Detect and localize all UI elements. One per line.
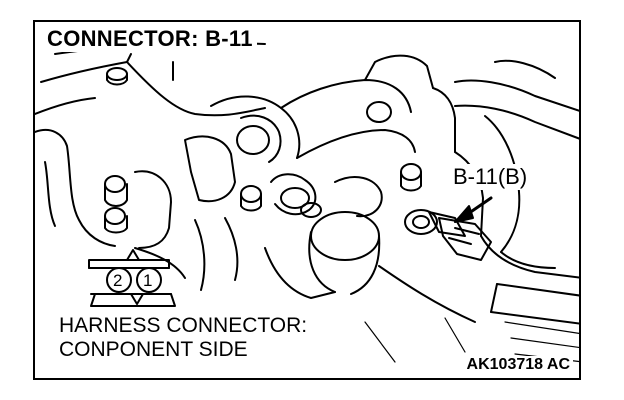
pipe-upper [454,79,579,112]
tube-side-bottom [350,235,381,295]
tube-rear [264,247,336,299]
sensor-connector-left [280,187,310,209]
right-body-curve [484,115,521,253]
upper-housing-inner [126,53,132,63]
lower-left-pipe [224,217,239,281]
left-block-edge [44,161,56,227]
right-body-lip [500,251,556,269]
diagram-title: CONNECTOR: B-11 [43,26,257,52]
upper-housing-lower [35,97,96,115]
bolt-center-icon [240,185,262,212]
harness-connector-label: HARNESS CONNECTOR: CONPONENT SIDE [55,314,312,362]
center-port [366,101,392,123]
pin-1-circle [136,267,162,293]
center-body-arm-lower [296,129,416,159]
sensor-wire-loop [270,173,317,216]
pin-2-label: 2 [113,271,122,290]
pin-1-label: 1 [143,271,152,290]
connector-callout-label: B-11(B) [451,164,530,190]
bolt-left-lower-icon [104,207,128,234]
bottom-panel-top [496,283,579,297]
pin-2-circle [106,267,132,293]
bolt-left-icon [104,175,128,207]
b11-connector-icon [404,209,492,261]
sensor-wire-arc [334,176,383,218]
pipe-edge-right [494,59,556,79]
lower-center-line-2 [364,321,396,363]
pipe-upper-lower [454,104,579,140]
diagram-frame: CONNECTOR: B-11 B-11(B) 2 1 HARNESS CONN… [33,20,581,380]
lower-left-pipe-2 [194,219,206,291]
left-block-cover [134,170,172,249]
bolt-top-icon [106,67,128,86]
arrow-icon [454,196,493,223]
engine-illustration [35,41,579,363]
center-body-ring [240,114,282,163]
upper-bracket-right [432,87,456,153]
bolt-center-right-icon [400,163,422,192]
lower-center-line [378,265,476,323]
sensor-connector-small [300,202,322,218]
upper-housing-edge [40,61,266,117]
harness-label-line-2: CONPONENT SIDE [59,338,248,361]
bottom-panel-left [490,283,498,313]
lower-right-line [444,317,466,353]
upper-bracket [364,54,434,89]
bottom-panel-bottom [490,311,579,325]
center-body-bore [236,125,270,155]
harness-label-line-1: HARNESS CONNECTOR: [59,314,308,337]
tube-side-top [308,231,336,293]
figure-code: AK103718 AC [463,356,573,374]
left-block-outline [35,128,116,247]
connector-face-icon: 2 1 [88,249,176,307]
sensor-body-outline [184,135,236,203]
right-body-lower [480,235,579,279]
